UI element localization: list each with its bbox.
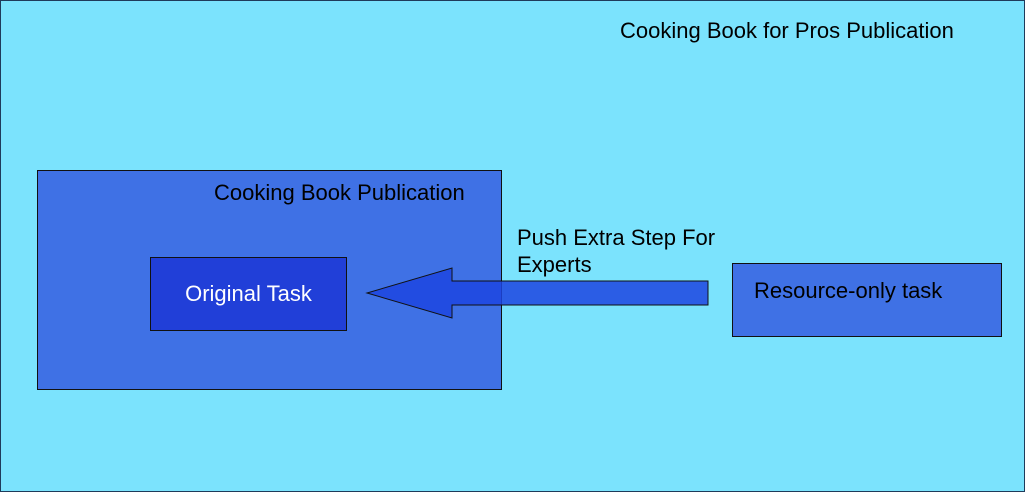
push-arrow-shape	[365, 267, 709, 319]
resource-only-task-box	[732, 263, 1002, 337]
pros-publication-title: Cooking Book for Pros Publication	[620, 18, 954, 43]
cooking-book-publication-title: Cooking Book Publication	[214, 180, 465, 205]
push-arrow-label: Push Extra Step For Experts	[517, 225, 716, 277]
resource-only-task-label: Resource-only task	[754, 278, 943, 303]
original-task-label: Original Task	[185, 281, 312, 306]
original-task-box: Original Task	[150, 257, 347, 331]
